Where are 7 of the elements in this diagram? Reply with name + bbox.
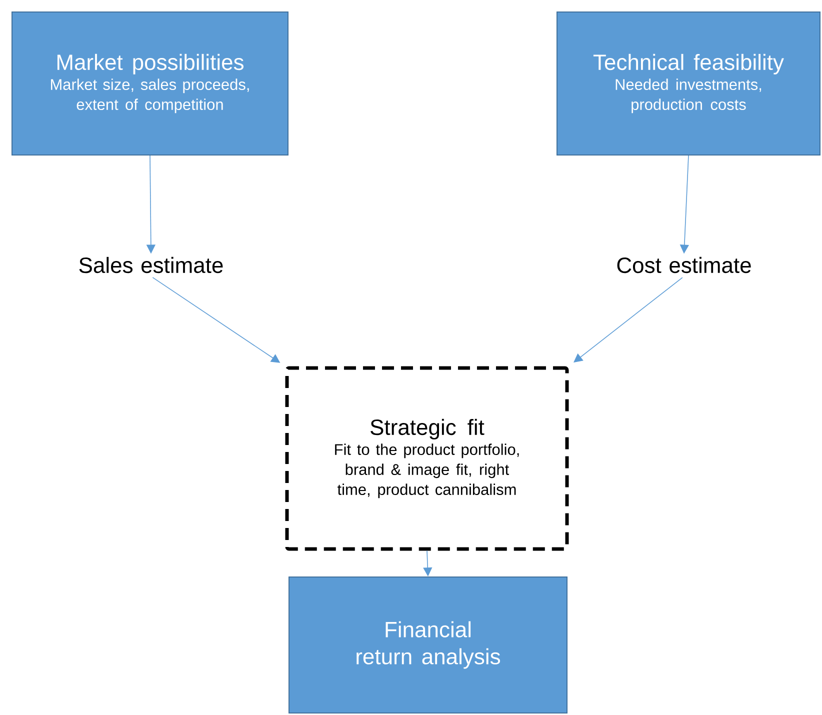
arrow (423, 550, 432, 576)
process-box: Market possibilities Market size, sales proceeds, extent of competition (12, 12, 288, 156)
estimate-label: Cost estimate (617, 256, 751, 274)
process-box: Technical feasibility Needed investments, production costs (556, 12, 820, 156)
dashed-box: Strategic fit Fit to the product portfolio, brand & image fit, right time, product cannibalism (285, 366, 569, 551)
process-box: Financial return analysis (288, 576, 568, 714)
estimate-label: Sales estimate (79, 256, 223, 274)
